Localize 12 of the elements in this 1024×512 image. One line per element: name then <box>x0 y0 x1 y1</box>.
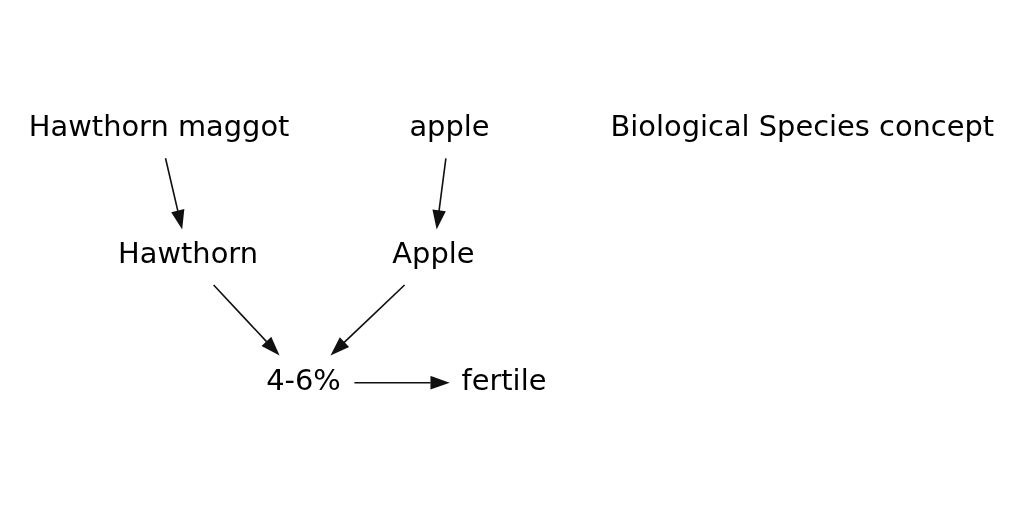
node-text: 4-6% <box>266 362 341 397</box>
node-text: fertile <box>461 362 547 397</box>
arrow <box>164 157 185 230</box>
node-text: Hawthorn maggot <box>28 109 290 144</box>
label: Biological Species concept <box>610 109 995 144</box>
node-text: Apple <box>392 236 475 271</box>
node-text: apple <box>409 109 490 144</box>
node-text: Hawthorn <box>118 236 258 271</box>
arrow <box>432 157 447 230</box>
arrow <box>353 375 450 390</box>
arrow <box>212 284 280 356</box>
arrow <box>330 284 406 356</box>
